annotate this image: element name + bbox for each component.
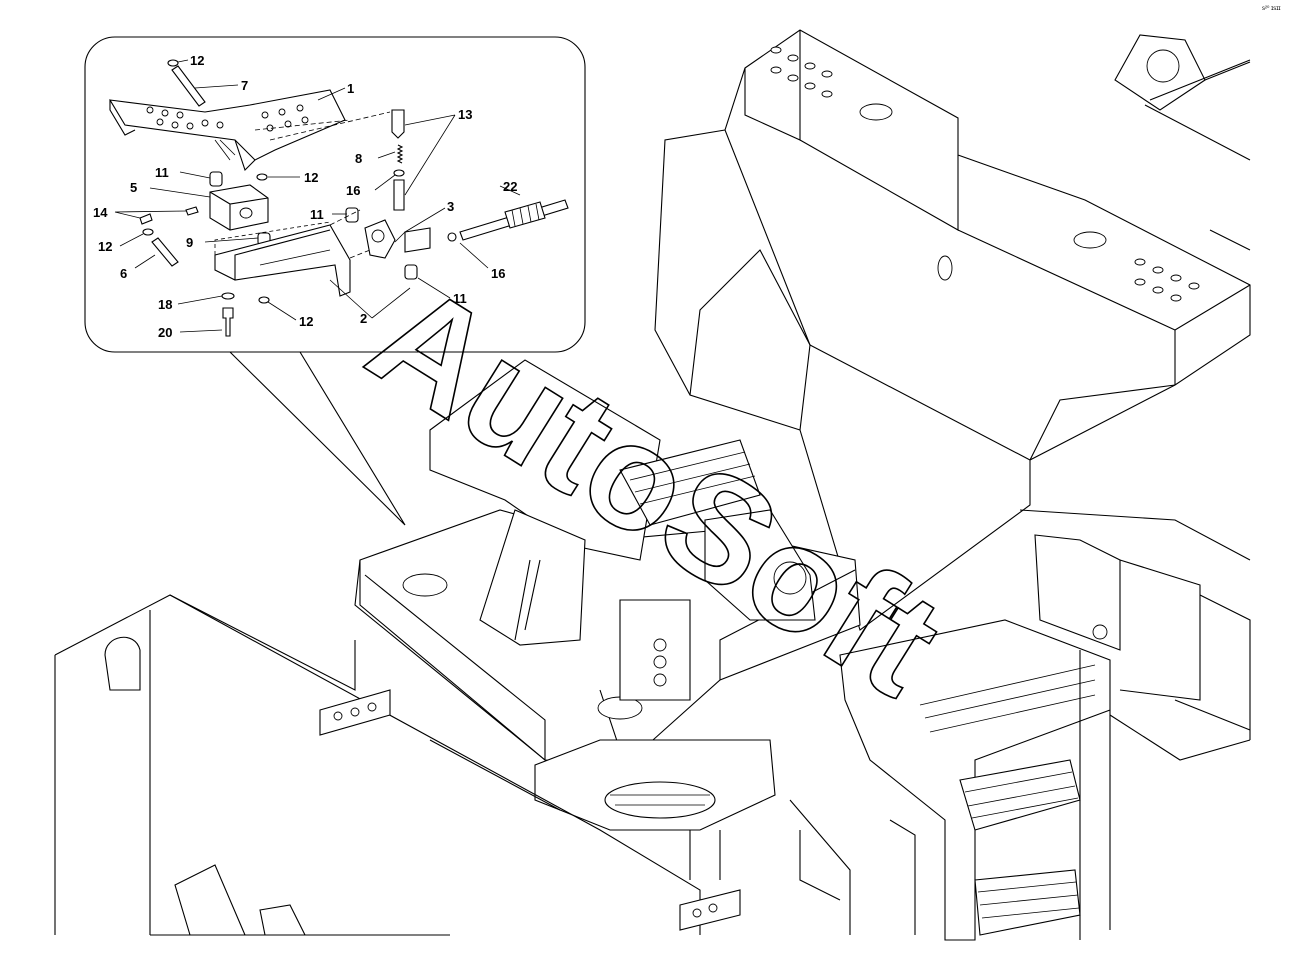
part-12-cap-top (167, 59, 179, 67)
callout-1: 1 (347, 81, 354, 96)
callout-16: 16 (346, 183, 360, 198)
callout-11: 11 (310, 207, 324, 222)
part-14-screw-b (185, 206, 199, 216)
leader-lines (114, 59, 521, 333)
part-22-cable (459, 199, 569, 241)
part-12-cap-c (142, 228, 154, 236)
part-5-block (209, 184, 269, 231)
part-12-cap-d (258, 296, 270, 304)
part-11-bushing-a (209, 171, 223, 187)
part-12-cap-b (256, 173, 268, 181)
callout-11: 11 (155, 165, 169, 180)
part-1-footrest (108, 89, 351, 172)
exploded-parts (108, 59, 569, 337)
top-plate-holes (770, 46, 1200, 302)
part-6-pin (151, 237, 179, 267)
swing-bearing (534, 739, 776, 880)
callout-14: 14 (93, 205, 108, 220)
callout-22: 22 (503, 179, 517, 194)
machine-frame (54, 29, 1251, 941)
callout-12: 12 (190, 53, 204, 68)
callout-13: 13 (458, 107, 472, 122)
callout-18: 18 (158, 297, 172, 312)
callout-11: 11 (453, 291, 467, 306)
lower-left-frame (54, 594, 916, 936)
part-8-spring (396, 144, 404, 164)
callout-9: 9 (186, 235, 193, 250)
callout-5: 5 (130, 180, 137, 195)
corner-mark: s²⁰ ɪsɪɪ (1262, 5, 1280, 12)
part-2-bracket (214, 221, 351, 297)
callout-8: 8 (355, 151, 362, 166)
callout-7: 7 (241, 78, 248, 93)
part-7-pin (171, 65, 206, 107)
part-20-bolt (222, 307, 234, 337)
callout-12: 12 (304, 170, 318, 185)
callout-20: 20 (158, 325, 172, 340)
access-ladder (839, 534, 1121, 941)
part-18-washer (221, 292, 235, 300)
callout-6: 6 (120, 266, 127, 281)
part-16-nut-a (393, 169, 405, 177)
part-13-clevis (391, 109, 431, 253)
part-16-nut-b (447, 232, 457, 242)
callout-12: 12 (299, 314, 313, 329)
middle-step (619, 439, 816, 701)
callout-3: 3 (447, 199, 454, 214)
callout-16: 16 (491, 266, 505, 281)
callout-2: 2 (360, 311, 367, 326)
callout-labels: 12 7 1 13 8 11 12 5 16 22 14 11 3 9 12 1… (93, 53, 517, 340)
part-14-screw-a (139, 213, 153, 225)
callout-12: 12 (98, 239, 112, 254)
